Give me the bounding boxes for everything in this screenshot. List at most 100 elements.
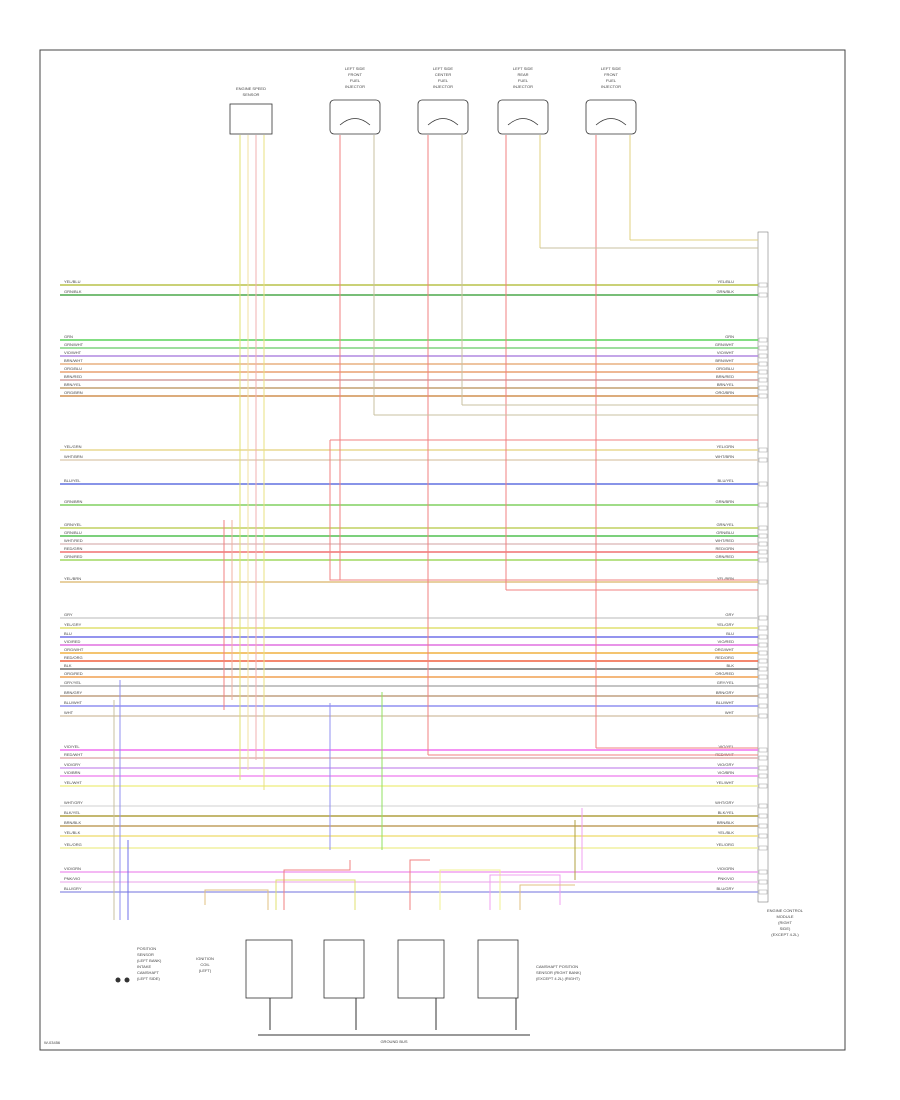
injector-1-label-2: FRONT <box>348 72 362 77</box>
harness-wire-29-right-code: BRN/GRY <box>716 690 734 695</box>
ecm-pin-21 <box>758 625 768 631</box>
ecm-pin-28 <box>758 683 768 689</box>
lower-component-2 <box>323 939 365 1030</box>
wire-low-5 <box>439 869 501 910</box>
ground-bus: GROUND BUS <box>258 1034 530 1044</box>
injector-2-label-2: CENTER <box>435 72 452 77</box>
harness-wire-24-left-code: ORG/WHT <box>64 647 84 652</box>
harness-wire-43-left-code: PNK/VIO <box>64 876 80 881</box>
injector-1-body <box>329 99 381 135</box>
right-bank-sensor-label: CAMSHAFT POSITION SENSOR (RIGHT BANK) (E… <box>536 964 582 981</box>
ecm-pin-17 <box>758 549 768 555</box>
harness-wire-2-right-code: GRN <box>725 334 734 339</box>
injector-4-label-2: FRONT <box>604 72 618 77</box>
ecm-pin-24 <box>758 650 768 656</box>
ecm-pin-29 <box>758 693 768 699</box>
injector-3: LEFT SIDE REAR FUEL INJECTOR <box>497 66 549 135</box>
diagram-frame <box>39 49 846 1051</box>
right-bank-sensor-label-3: (EXCEPT 4.2L) (RIGHT) <box>536 976 580 981</box>
ecm-label-3: (RIGHT <box>778 920 792 925</box>
injector-2-label-4: INJECTOR <box>433 84 453 89</box>
harness-wire-28-right-code: GRY/YEL <box>717 680 735 685</box>
harness-wire-44-right-code: BLU/GRY <box>717 886 735 891</box>
harness-wire-32-left-code: VIO/YEL <box>64 744 80 749</box>
ecm-label-4: SIDE) <box>780 926 791 931</box>
wire-low-4 <box>409 859 430 910</box>
ecm-pin-35 <box>758 773 768 779</box>
harness-wire-11-left-code: WHT/BRN <box>64 454 83 459</box>
ground-bus-label: GROUND BUS <box>380 1039 407 1044</box>
left-bank-sensor-label-6: (LEFT SIDE) <box>137 976 160 981</box>
harness-wire-23-left-code: VIO/RED <box>64 639 81 644</box>
harness-wire-3-right-code: GRN/WHT <box>715 342 735 347</box>
ecm-pin-8 <box>758 385 768 391</box>
harness-wire-26-left-code: BLK <box>64 663 72 668</box>
harness-wire-0-right-code: YEL/BLU <box>718 279 735 284</box>
lower-component-3 <box>397 939 445 1030</box>
ecm-pin-20 <box>758 615 768 621</box>
harness-wire-41-right-code: YEL/ORG <box>716 842 734 847</box>
ecm-label-5: (EXCEPT 4.2L) <box>771 932 799 937</box>
harness-wire-16-left-code: WHT/RED <box>64 538 83 543</box>
engine-speed-sensor-label-1: ENGINE SPEED <box>236 86 266 91</box>
harness-wire-20-left-code: GRY <box>64 612 73 617</box>
harness-wire-43-right-code: PNK/VIO <box>718 876 734 881</box>
harness-wire-7-left-code: BRN/RED <box>64 374 82 379</box>
harness-wire-4-right-code: VIO/WHT <box>717 350 735 355</box>
harness-wire-10-right-code: YEL/GRN <box>716 444 734 449</box>
ignition-coil-left-label-2: COIL <box>200 962 210 967</box>
harness-wire-32-right-code: VIO/YEL <box>718 744 734 749</box>
left-bank-sensor-pin-2 <box>124 977 130 983</box>
harness-wire-8-left-code: BRN/YEL <box>64 382 82 387</box>
harness-wire-34-right-code: VIO/GRY <box>717 762 734 767</box>
harness-wire-31-left-code: WHT <box>64 710 74 715</box>
ecm-pin-3 <box>758 345 768 351</box>
wire-low-1 <box>204 889 269 910</box>
harness-wire-27-left-code: ORG/RED <box>64 671 83 676</box>
injector-4-label-1: LEFT SIDE <box>601 66 621 71</box>
harness-wire-6-left-code: ORG/BLU <box>64 366 82 371</box>
lower-component-3-body <box>397 939 445 999</box>
harness-wire-3-left-code: GRN/WHT <box>64 342 84 347</box>
harness-wire-25-left-code: RED/ORG <box>64 655 83 660</box>
harness-wire-6-right-code: ORG/BLU <box>716 366 734 371</box>
ecm-pin-16 <box>758 541 768 547</box>
harness-wire-19-left-code: YEL/BRN <box>64 576 81 581</box>
harness-wire-24-right-code: ORG/WHT <box>715 647 735 652</box>
harness-wire-9-left-code: ORG/BRN <box>64 390 83 395</box>
harness-wire-19-right-code: YEL/BRN <box>717 576 734 581</box>
engine-speed-sensor: ENGINE SPEED SENSOR <box>229 86 273 135</box>
harness-wire-18-left-code: GRN/RED <box>64 554 83 559</box>
injector-1-label-1: LEFT SIDE <box>345 66 365 71</box>
harness-wire-14-left-code: GRN/YEL <box>64 522 82 527</box>
ecm-pin-11 <box>758 457 768 463</box>
lower-component-2-body <box>323 939 365 999</box>
injector-1: LEFT SIDE FRONT FUEL INJECTOR <box>329 66 381 135</box>
ecm-pin-34 <box>758 765 768 771</box>
ecm-pin-25 <box>758 658 768 664</box>
ecm-pin-30 <box>758 703 768 709</box>
harness-wire-26-right-code: BLK <box>726 663 734 668</box>
ecm-pin-43 <box>758 879 768 885</box>
ignition-coil-left-label-3: (LEFT) <box>199 968 212 973</box>
harness-wire-39-right-code: BRN/BLK <box>717 820 734 825</box>
harness-wire-1-left-code: GRN/BLK <box>64 289 82 294</box>
ecm-pin-41 <box>758 845 768 851</box>
tie-red-440 <box>329 440 340 581</box>
injector-3-coil <box>507 118 539 126</box>
harness-wire-39-left-code: BRN/BLK <box>64 820 81 825</box>
wire-low-2 <box>275 879 356 910</box>
left-bank-sensor: POSITION SENSOR (LEFT BANK) INTAKE CAMSH… <box>115 946 162 983</box>
harness-wire-5-right-code: BRN/WHT <box>715 358 734 363</box>
ecm-pin-33 <box>758 755 768 761</box>
ecm-pin-9 <box>758 393 768 399</box>
ecm-pin-2 <box>758 337 768 343</box>
harness-wire-17-left-code: RED/GRN <box>64 546 83 551</box>
left-bank-sensor-label-1: POSITION <box>137 946 156 951</box>
ecm-pin-15 <box>758 533 768 539</box>
harness-wire-12-left-code: BLU/YEL <box>64 478 81 483</box>
ecm-pin-14 <box>758 525 768 531</box>
ecm-pin-1 <box>758 292 768 298</box>
ecm-pin-7 <box>758 377 768 383</box>
ecm-pin-39 <box>758 823 768 829</box>
